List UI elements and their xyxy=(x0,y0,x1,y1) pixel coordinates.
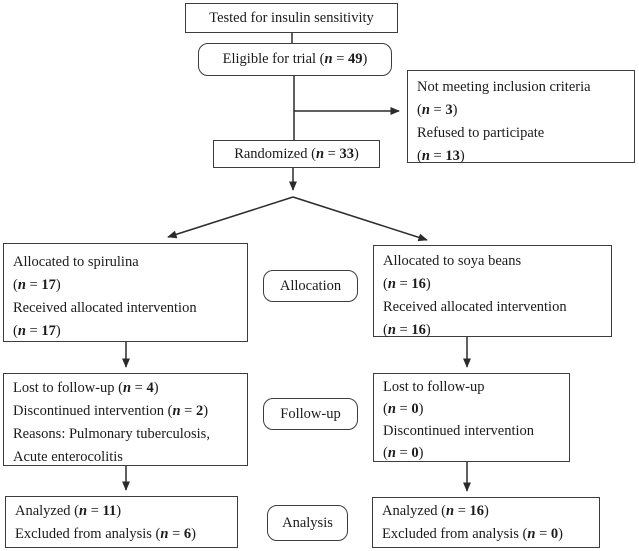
excluded-line: (n = 13) xyxy=(417,148,465,164)
followup-soya-line: Lost to follow-up xyxy=(383,379,485,395)
stage-label-analysis-text: Analysis xyxy=(282,514,333,531)
stage-label-analysis: Analysis xyxy=(267,505,348,541)
box-analyzed-spirulina: Analyzed (n = 11) Excluded from analysis… xyxy=(5,496,238,548)
alloc-soya-line: Received allocated intervention xyxy=(383,299,567,315)
box-eligible-for-trial: Eligible for trial (n = 49) xyxy=(198,43,392,76)
box-analyzed-soya-beans: Analyzed (n = 16) Excluded from analysis… xyxy=(372,497,600,548)
alloc-soya-line: Allocated to soya beans xyxy=(383,253,522,269)
stage-label-allocation-text: Allocation xyxy=(279,277,342,294)
box-tested-insulin: Tested for insulin sensitivity xyxy=(185,3,398,33)
analysis-soya-line: Excluded from analysis (n = 0) xyxy=(382,526,563,542)
stage-label-followup: Follow-up xyxy=(263,398,358,430)
excluded-line: Refused to participate xyxy=(417,125,545,141)
analysis-spirulina-line: Analyzed (n = 11) xyxy=(15,503,122,519)
followup-spirulina-line: Lost to follow-up (n = 4) xyxy=(13,380,159,396)
connector-split-right-arrow xyxy=(292,196,428,242)
followup-soya-line: Discontinued intervention xyxy=(383,423,535,439)
box-followup-spirulina: Lost to follow-up (n = 4) Discontinued i… xyxy=(3,373,248,466)
alloc-soya-line: (n = 16) xyxy=(383,276,431,292)
followup-spirulina-line: Acute enterocolitis xyxy=(13,449,123,465)
alloc-spirulina-line: (n = 17) xyxy=(13,277,61,293)
box-allocated-spirulina: Allocated to spirulina (n = 17) Received… xyxy=(3,243,248,342)
followup-spirulina-line: Discontinued intervention (n = 2) xyxy=(13,403,209,419)
alloc-spirulina-line: (n = 17) xyxy=(13,323,61,339)
box-followup-soya-beans: Lost to follow-up (n = 0) Discontinued i… xyxy=(373,373,570,462)
alloc-soya-line: (n = 16) xyxy=(383,322,431,338)
analysis-soya-line: Analyzed (n = 16) xyxy=(382,503,489,519)
box-randomized: Randomized (n = 33) xyxy=(213,140,380,168)
stage-label-followup-text: Follow-up xyxy=(280,405,341,422)
followup-spirulina-line: Reasons: Pulmonary tuberculosis, xyxy=(13,426,210,442)
analysis-spirulina-line: Excluded from analysis (n = 6) xyxy=(15,526,196,542)
connector-split-left-arrow xyxy=(167,196,294,239)
alloc-spirulina-line: Allocated to spirulina xyxy=(13,254,139,270)
box-randomized-text: Randomized (n = 33) xyxy=(234,145,359,162)
box-eligible-text: Eligible for trial (n = 49) xyxy=(222,51,368,67)
followup-soya-line: (n = 0) xyxy=(383,445,424,461)
excluded-line: Not meeting inclusion criteria xyxy=(417,79,591,95)
box-tested-text: Tested for insulin sensitivity xyxy=(209,9,374,26)
stage-label-allocation: Allocation xyxy=(263,270,358,302)
excluded-line: (n = 3) xyxy=(417,102,458,118)
box-excluded-participants: Not meeting inclusion criteria (n = 3) R… xyxy=(407,70,635,164)
box-allocated-soya-beans: Allocated to soya beans (n = 16) Receive… xyxy=(373,245,612,338)
followup-soya-line: (n = 0) xyxy=(383,401,424,417)
alloc-spirulina-line: Received allocated intervention xyxy=(13,300,197,316)
